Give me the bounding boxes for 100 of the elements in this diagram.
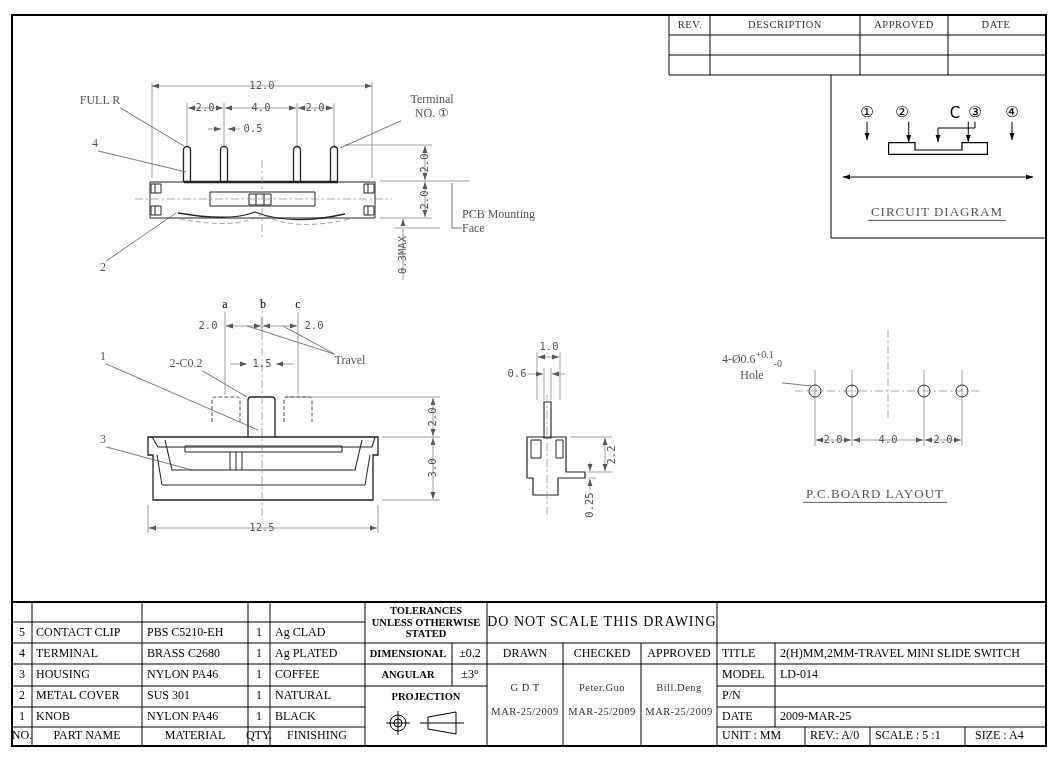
field-value: 2009-MAR-25: [780, 710, 852, 724]
leader-line: [339, 120, 402, 149]
dimension-value: 2.0: [304, 320, 324, 332]
projection-label: PROJECTION: [391, 691, 461, 703]
dimension-value: 12.0: [249, 80, 275, 92]
material-text: NYLON PA46: [147, 668, 219, 682]
material-text: SUS 301: [147, 689, 190, 703]
field-text: REV.: A/0: [810, 729, 860, 743]
dimension-value: 2.0: [419, 190, 431, 210]
dimension-value: 0.25: [584, 492, 596, 518]
field-label: P/N: [722, 689, 741, 703]
material-text: PBS C5210-EH: [147, 626, 224, 640]
callout-label: FULL R: [79, 94, 121, 108]
part-number: 2: [19, 689, 25, 703]
callout-label: PCB Mounting Face: [462, 208, 558, 236]
column-header: MATERIAL: [164, 729, 226, 743]
field-label: DATE: [722, 710, 753, 724]
part-name: CONTACT CLIP: [36, 626, 121, 640]
callout-label: Travel: [334, 354, 366, 368]
tolerance-label: ANGULAR: [381, 669, 435, 681]
column-header: DATE: [981, 19, 1011, 31]
finishing-text: BLACK: [275, 710, 316, 724]
callout-number: 4: [92, 137, 98, 151]
field-label: TITLE: [722, 647, 756, 661]
material-text: BRASS C2680: [147, 647, 221, 661]
part-number: 4: [19, 647, 25, 661]
material-text: NYLON PA46: [147, 710, 219, 724]
column-header: QTY.: [245, 729, 273, 743]
signature-name: G D T: [510, 682, 540, 694]
terminal-number: ④: [1005, 104, 1019, 122]
field-text: UNIT : MM: [722, 729, 782, 743]
terminal-number: ①: [860, 104, 874, 122]
leader-line: [202, 370, 248, 398]
dimension-value: 2.0: [823, 434, 843, 446]
field-text: SCALE : 5 :1: [875, 729, 941, 743]
tolerance-value: ±0.2: [459, 647, 481, 661]
leader-line: [246, 325, 335, 355]
finishing-text: Ag PLATED: [275, 647, 338, 661]
arrow: [935, 121, 976, 143]
dimension-value: 4.0: [878, 434, 898, 446]
leader-line: [119, 107, 185, 147]
terminal-number: ②: [895, 104, 909, 122]
column-header: NO.: [11, 729, 33, 743]
column-header: PART NAME: [53, 729, 121, 743]
dimension-value: 2.2: [606, 445, 618, 465]
callout-label: Terminal NO. ①: [401, 93, 463, 121]
finishing-text: Ag CLAD: [275, 626, 326, 640]
drawing-note: DO NOT SCALE THIS DRAWING: [487, 614, 717, 630]
column-header: DESCRIPTION: [748, 19, 822, 31]
dimension-value: 2.0: [195, 102, 215, 114]
quantity-value: 1: [256, 647, 262, 661]
position-letter: a: [222, 298, 228, 312]
field-text: SIZE : A4: [975, 729, 1024, 743]
dimension-value: 1.5: [252, 358, 272, 370]
terminal-letter: C: [949, 104, 961, 122]
drawing-heading: P.C.BOARD LAYOUT: [803, 486, 947, 504]
signature-name: Bill.Deng: [656, 682, 702, 694]
quantity-value: 1: [256, 710, 262, 724]
position-letter: b: [260, 298, 266, 312]
leader-line: [781, 382, 812, 387]
dimension-value: 3.0: [427, 458, 439, 478]
callout-number: 3: [100, 433, 106, 447]
callout-label: 2-C0.2: [169, 357, 203, 371]
column-header: DRAWN: [502, 647, 548, 661]
dimension-value: 2.0: [198, 320, 218, 332]
column-header: CHECKED: [573, 647, 631, 661]
leader-line: [105, 212, 177, 262]
quantity-value: 1: [256, 668, 262, 682]
leader-line: [451, 182, 463, 229]
finishing-text: NATURAL: [275, 689, 331, 703]
part-name: KNOB: [36, 710, 70, 724]
arrow: [864, 121, 870, 141]
tolerance-value: ±3°: [461, 668, 479, 682]
dimension-value: 2.0: [427, 407, 439, 427]
dimension-value: 4.0: [251, 102, 271, 114]
quantity-value: 1: [256, 689, 262, 703]
drawing-heading: CIRCUIT DIAGRAM: [867, 204, 1007, 222]
dimension-value: 2.0: [305, 102, 325, 114]
dimension-value: 2.0: [933, 434, 953, 446]
field-value: LD-014: [780, 668, 818, 682]
leader-line: [105, 446, 193, 471]
part-number: 5: [19, 626, 25, 640]
leader-line: [282, 325, 335, 355]
switch-contact-drawing: [888, 142, 988, 155]
column-header: REV.: [677, 19, 703, 31]
callout-number: 1: [100, 350, 106, 364]
signature-date: MAR-25/2009: [568, 706, 636, 718]
signature-name: Peter.Guo: [578, 682, 626, 694]
dimension-value: 1.0: [539, 341, 559, 353]
dimension-value: 0.3MAX: [397, 236, 409, 274]
dimension-value: 0.5: [243, 123, 263, 135]
column-header: APPROVED: [647, 647, 711, 661]
field-value: 2(H)MM,2MM-TRAVEL MINI SLIDE SWITCH: [780, 647, 1020, 661]
callout-number: 2: [100, 261, 106, 275]
quantity-value: 1: [256, 626, 262, 640]
arrow: [906, 121, 912, 143]
dimension-value: 0.6: [507, 368, 527, 380]
field-label: MODEL: [722, 668, 765, 682]
leader-line: [97, 150, 187, 173]
signature-date: MAR-25/2009: [645, 706, 713, 718]
